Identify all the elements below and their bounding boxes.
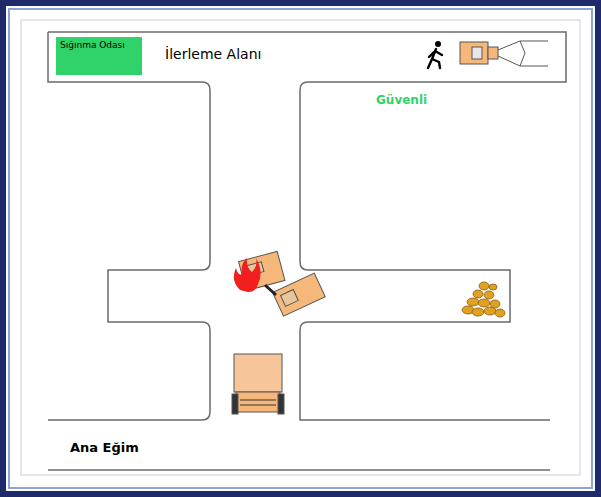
- truck: [232, 354, 284, 414]
- area-label: İlerleme Alanı: [165, 46, 261, 62]
- safe-label: Güvenli: [376, 93, 427, 107]
- walking-person: [428, 41, 442, 68]
- frame-inner: [9, 9, 592, 488]
- node-text: Sığınma Odası: [60, 40, 138, 51]
- fire: [234, 258, 261, 292]
- drilling-machine: [460, 41, 548, 66]
- shelter-box: Sığınma Odası: [56, 37, 142, 75]
- frame-shadow: [21, 20, 580, 475]
- rock-pile: [462, 282, 505, 317]
- tunnel-walls: [48, 32, 566, 470]
- slope-label: Ana Eğim: [70, 440, 139, 455]
- frame: [3, 3, 598, 494]
